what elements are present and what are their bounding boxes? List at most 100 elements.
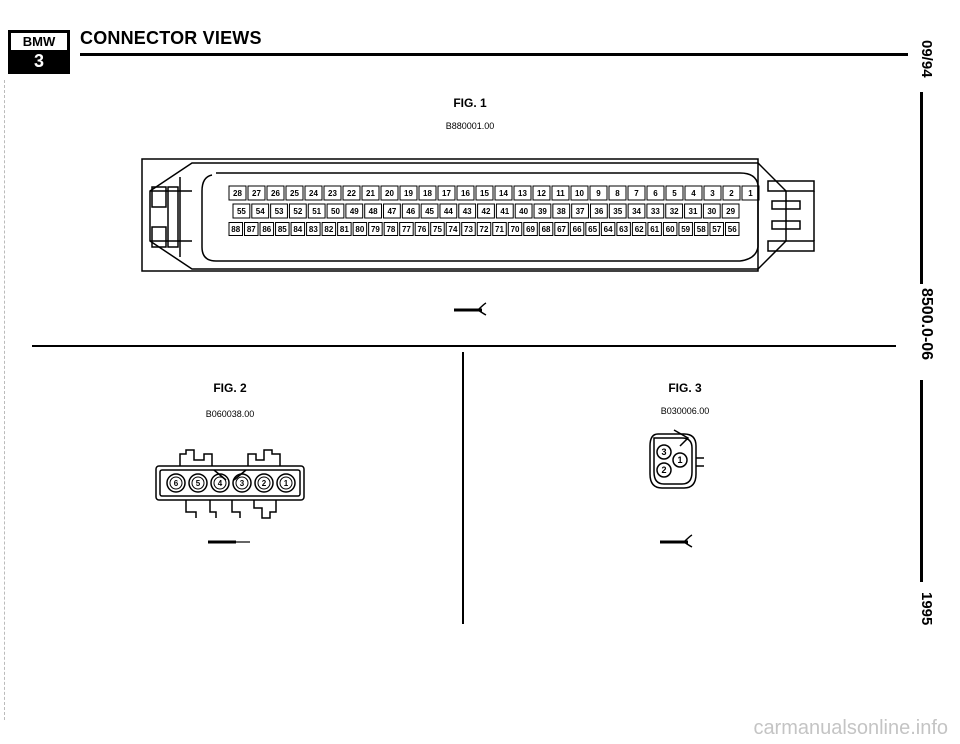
fig1-row2-pin: 31: [684, 203, 702, 219]
fig1-row2-pin: 38: [552, 203, 571, 219]
fig1-row3-pin: 56: [724, 222, 740, 236]
fig1-pin-label: 25: [290, 189, 299, 198]
fig1-row2-pin: 52: [288, 203, 307, 219]
fig1-pin-label: 82: [324, 225, 333, 234]
fig1-row3-pin: 64: [600, 222, 616, 236]
fig1-orientation-arrow: [454, 302, 487, 316]
fig1-row1-pin: 28: [228, 185, 247, 201]
fig1-pin-label: 56: [728, 225, 737, 234]
fig1-row3-pin: 76: [414, 222, 430, 236]
fig1-pin-label: 34: [632, 207, 641, 216]
fig1-pin-label: 66: [573, 225, 582, 234]
fig1-pin-label: 63: [619, 225, 628, 234]
fig1-pin-label: 65: [588, 225, 597, 234]
fig2-orientation-arrow: [208, 540, 250, 544]
fig1-row3-pin: 63: [616, 222, 631, 236]
fig1-pin-label: 83: [309, 225, 318, 234]
fig1-pin-label: 86: [262, 225, 271, 234]
fig1-row3-pin: 65: [585, 222, 600, 236]
fig1-pin-label: 39: [538, 207, 547, 216]
fig1-row2-pin: 47: [383, 203, 401, 219]
fig1-row3-pin: 83: [306, 222, 321, 236]
fig1-row2-pin: 34: [627, 203, 646, 219]
fig1-pin-label: 30: [707, 207, 716, 216]
fig1-pin-label: 60: [666, 225, 675, 234]
logo-brand: BMW: [11, 33, 67, 53]
fig1-pin-label: 52: [293, 207, 302, 216]
fig1-row1-pin: 22: [342, 185, 361, 201]
fig1-row2-pin: 48: [364, 203, 383, 219]
fig1-row1-pin: 4: [684, 185, 703, 201]
fig1-row1-pin: 15: [475, 185, 494, 201]
fig1-pin-label: 50: [331, 207, 340, 216]
fig1-row2-pin: 44: [439, 203, 458, 219]
fig1-row3-pin: 88: [228, 222, 244, 236]
fig2-pin-label: 3: [240, 479, 245, 488]
fig1-row3-pin: 71: [492, 222, 507, 236]
side-year: 1995: [918, 592, 935, 626]
fig3-pin-label: 1: [677, 455, 682, 465]
fig1-pin-label: 42: [482, 207, 491, 216]
fig1-pin-label: 61: [650, 225, 659, 234]
fig1-row1-pin: 5: [665, 185, 684, 201]
fig1-row3-pin: 59: [678, 222, 693, 236]
fig1-row3-pin: 58: [693, 222, 709, 236]
fig1-pin-label: 35: [613, 207, 622, 216]
side-rule-2: [920, 380, 923, 582]
fig1-pin-label: 73: [464, 225, 473, 234]
page-edge-mark: [4, 80, 6, 720]
header-rule: [80, 53, 908, 56]
section-divider-vertical: [462, 352, 464, 624]
fig2-pin: 4: [210, 473, 230, 493]
fig1-pin-label: 41: [500, 207, 509, 216]
fig1-row1-pin: 3: [703, 185, 722, 201]
fig1-pin-label: 11: [556, 189, 565, 198]
fig1-row1-pin: 11: [551, 185, 570, 201]
fig1-row2-pin: 46: [401, 203, 420, 219]
fig1-pin-label: 46: [406, 207, 415, 216]
fig1-row1-pin: 18: [418, 185, 437, 201]
fig1-pin-label: 10: [575, 189, 584, 198]
fig1-row1-pin: 7: [627, 185, 646, 201]
fig1-pin-label: 5: [672, 189, 677, 198]
fig2-code: B060038.00: [205, 409, 255, 419]
fig1-pin-label: 55: [237, 207, 246, 216]
fig1-pin-label: 76: [417, 225, 426, 234]
fig1-row3-pin: 66: [569, 222, 585, 236]
fig1-row2-pin: 49: [345, 203, 364, 219]
side-doc-number: 8500.0-06: [918, 288, 935, 361]
fig1-pin-label: 28: [233, 189, 242, 198]
fig3-orientation-arrow: [660, 534, 693, 548]
page-title: CONNECTOR VIEWS: [80, 28, 262, 48]
fig2-pin: 3: [232, 473, 252, 493]
fig1-row2-pin: 42: [477, 203, 495, 219]
fig1-pin-label: 40: [519, 207, 528, 216]
fig2-pin-label: 2: [262, 479, 267, 488]
fig1-pin-label: 48: [369, 207, 378, 216]
fig1-row3-pin: 60: [662, 222, 678, 236]
fig1-row3-pin: 74: [445, 222, 461, 236]
fig3-pin-label: 2: [661, 465, 666, 475]
fig1-row3-pin: 85: [275, 222, 290, 236]
fig2-caption: FIG. 2: [213, 381, 247, 395]
fig1-row1-pin: 16: [456, 185, 475, 201]
fig1-row1-pin: 2: [722, 185, 741, 201]
fig1-pin-label: 2: [729, 189, 734, 198]
fig1-pin-label: 33: [651, 207, 660, 216]
fig2-pin-label: 5: [196, 479, 201, 488]
fig1-row2-pin: 51: [307, 203, 326, 219]
fig1-pin-label: 68: [542, 225, 551, 234]
fig1-row2-pin: 40: [514, 203, 533, 219]
fig1-pin-label: 88: [231, 225, 240, 234]
fig1-row1-pin: 21: [361, 185, 380, 201]
fig1-pin-label: 16: [461, 189, 470, 198]
fig1-row3-pin: 87: [244, 222, 259, 236]
fig1-pin-label: 8: [615, 189, 620, 198]
fig1-pin-label: 7: [634, 189, 639, 198]
fig1-pin-label: 20: [385, 189, 394, 198]
fig1-pin-label: 80: [355, 225, 364, 234]
fig1-row3-pin: 80: [352, 222, 368, 236]
fig1-pin-label: 6: [653, 189, 658, 198]
fig1-pin-label: 3: [710, 189, 715, 198]
